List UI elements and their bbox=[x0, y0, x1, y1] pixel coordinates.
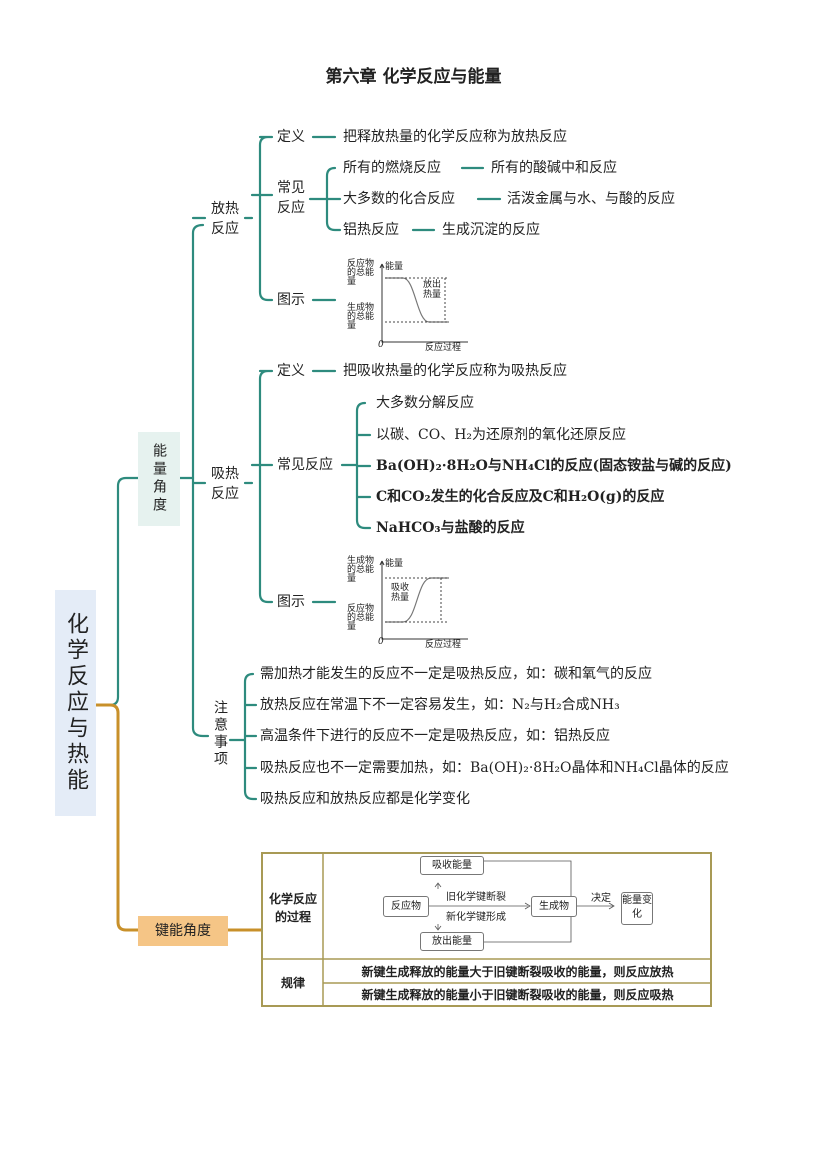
chart-origin: 0 bbox=[378, 637, 384, 647]
notes-item: 放热反应在常温下不一定容易发生，如：N₂与H₂合成NH₃ bbox=[260, 697, 620, 713]
exo-energy-diagram: 反应物的总能量 生成物的总能量 能量 放出热量 0 反应过程 bbox=[345, 258, 470, 353]
chart-bottom-label: 生成物的总能量 bbox=[347, 303, 375, 331]
absorb-energy-box: 吸收能量 bbox=[420, 856, 484, 875]
chart-ylabel: 能量 bbox=[385, 262, 404, 272]
chart-xlabel: 反应过程 bbox=[425, 640, 462, 650]
endo-common-item: Ba(OH)₂·8H₂O与NH₄Cl的反应(固态铵盐与碱的反应) bbox=[376, 458, 732, 474]
root-node: 化学反应与热能 bbox=[55, 590, 96, 816]
chart-bottom-label: 反应物的总能量 bbox=[347, 604, 375, 632]
endo-def-label: 定义 bbox=[277, 363, 305, 379]
rule-endothermic: 新键生成释放的能量小于旧键断裂吸收的能量，则反应吸热 bbox=[361, 988, 674, 1002]
chart-top-label: 生成物的总能量 bbox=[347, 556, 375, 584]
endo-common-label: 常见反应 bbox=[277, 457, 333, 473]
reactant-box: 反应物 bbox=[383, 896, 429, 917]
exo-common-item: 铝热反应 bbox=[343, 222, 399, 238]
endo-common-item: 以碳、CO、H₂为还原剂的氧化还原反应 bbox=[376, 427, 627, 443]
chart-note: 放出热量 bbox=[423, 280, 442, 300]
chart-ylabel: 能量 bbox=[385, 559, 404, 569]
chart-xlabel: 反应过程 bbox=[425, 343, 462, 353]
endo-common-item: NaHCO₃与盐酸的反应 bbox=[376, 520, 525, 536]
energy-angle-node: 能量角度 bbox=[138, 432, 180, 526]
exo-common-item: 生成沉淀的反应 bbox=[442, 222, 540, 238]
exo-common-item: 活泼金属与水、与酸的反应 bbox=[507, 191, 675, 207]
endo-figure-label: 图示 bbox=[277, 594, 305, 610]
notes-label: 注意事项 bbox=[212, 700, 228, 768]
exo-common-item: 大多数的化合反应 bbox=[343, 191, 455, 207]
notes-item: 吸热反应也不一定需要加热，如：Ba(OH)₂·8H₂O晶体和NH₄Cl晶体的反应 bbox=[260, 760, 729, 776]
release-energy-box: 放出能量 bbox=[420, 932, 484, 951]
exo-common-label: 常见反应 bbox=[277, 180, 305, 216]
endo-label: 吸热反应 bbox=[211, 466, 239, 502]
product-box: 生成物 bbox=[531, 896, 577, 917]
rule-exothermic: 新键生成释放的能量大于旧键断裂吸收的能量，则反应放热 bbox=[361, 965, 674, 979]
exo-definition: 把释放热量的化学反应称为放热反应 bbox=[343, 129, 567, 145]
endo-common-item: 大多数分解反应 bbox=[376, 395, 474, 411]
notes-item: 高温条件下进行的反应不一定是吸热反应，如：铝热反应 bbox=[260, 728, 610, 744]
process-label: 化学反应的过程 bbox=[268, 892, 317, 924]
page-title: 第六章 化学反应与能量 bbox=[325, 67, 502, 87]
new-bond-form: 新化学键形成 bbox=[446, 912, 506, 923]
chart-top-label: 反应物的总能量 bbox=[347, 259, 375, 287]
bond-energy-table: 化学反应的过程 吸收能量 反应物 旧化学键断裂 新化学键形成 生成物 放出能量 … bbox=[261, 852, 712, 1007]
old-bond-break: 旧化学键断裂 bbox=[446, 892, 506, 903]
exo-figure-label: 图示 bbox=[277, 292, 305, 308]
notes-item: 吸热反应和放热反应都是化学变化 bbox=[260, 791, 470, 807]
endo-common-item: C和CO₂发生的化合反应及C和H₂O(g)的反应 bbox=[376, 489, 665, 505]
exo-def-label: 定义 bbox=[277, 129, 305, 145]
bond-energy-angle-node: 键能角度 bbox=[138, 916, 228, 946]
exo-common-item: 所有的酸碱中和反应 bbox=[491, 160, 617, 176]
exo-label: 放热反应 bbox=[211, 201, 239, 237]
decide-label: 决定 bbox=[591, 893, 611, 904]
chart-note: 吸收热量 bbox=[391, 583, 410, 603]
endo-energy-diagram: 生成物的总能量 反应物的总能量 能量 吸收热量 0 反应过程 bbox=[345, 555, 470, 650]
chart-origin: 0 bbox=[378, 340, 384, 350]
energy-change-box: 能量变化 bbox=[621, 892, 653, 925]
endo-definition: 把吸收热量的化学反应称为吸热反应 bbox=[343, 363, 567, 379]
exo-common-item: 所有的燃烧反应 bbox=[343, 160, 441, 176]
notes-item: 需加热才能发生的反应不一定是吸热反应，如：碳和氧气的反应 bbox=[260, 666, 652, 682]
rule-label: 规律 bbox=[280, 975, 305, 990]
